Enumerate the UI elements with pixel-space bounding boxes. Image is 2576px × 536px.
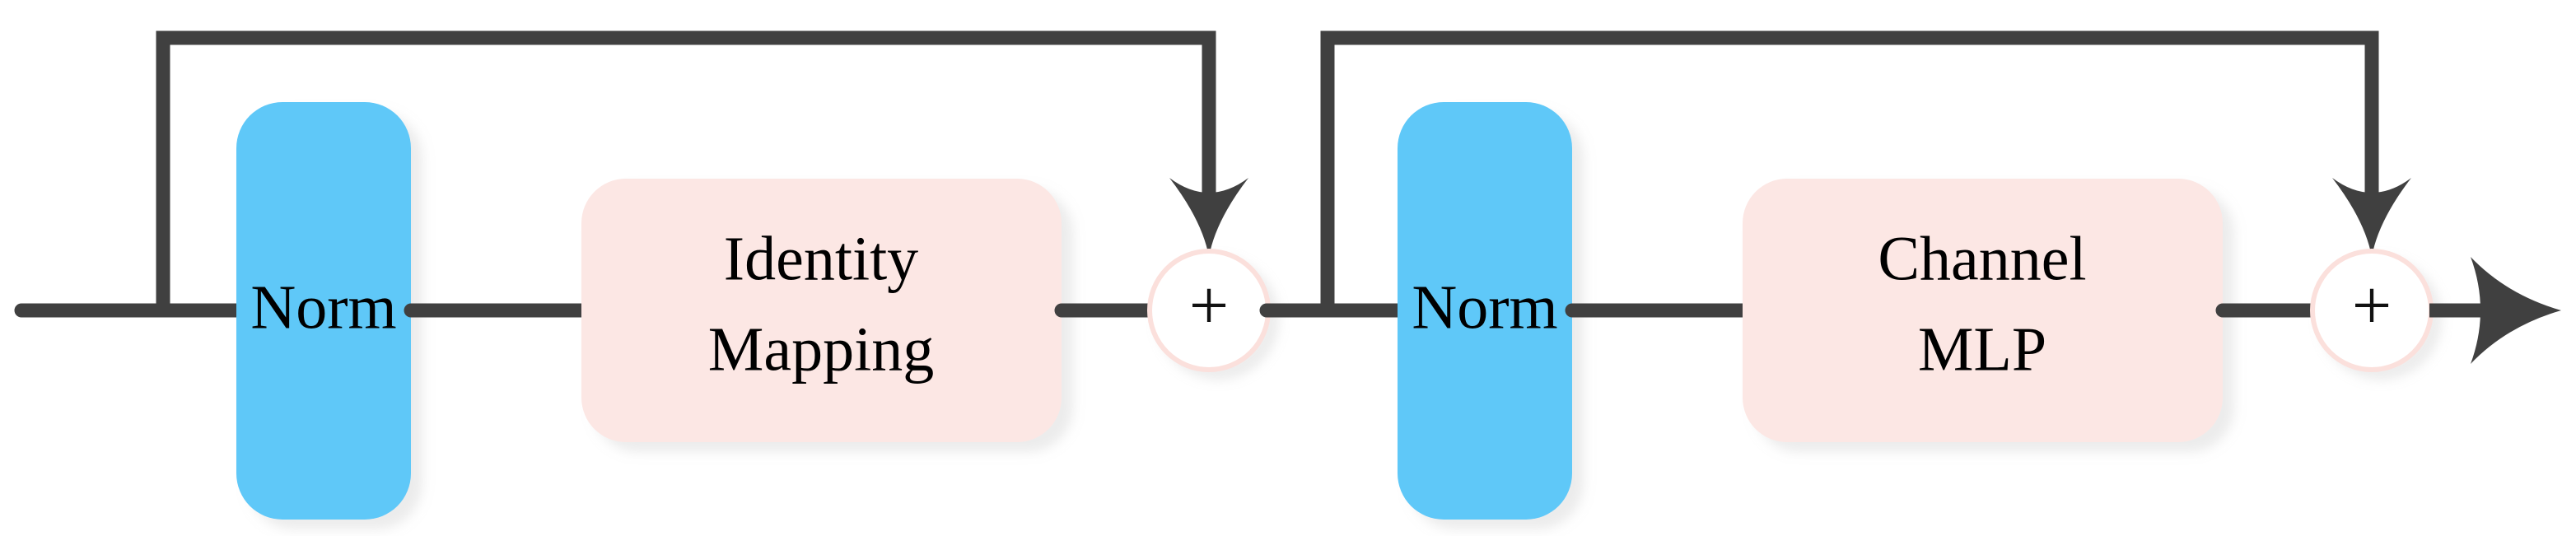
skip-connection-1 [156,30,1248,310]
identity-mapping-block: Identity Mapping [581,179,1062,442]
norm-block-1-label: Norm [250,273,396,342]
channel-mlp-label-line2: MLP [1918,315,2046,384]
identity-mapping-label-line2: Mapping [708,315,934,384]
add-node-1-label: + [1189,266,1230,345]
skip-connection-2 [1320,30,2411,310]
identity-mapping-label-line1: Identity [724,224,918,293]
output-arrow [2429,257,2561,364]
channel-mlp-block: Channel MLP [1743,179,2223,442]
channel-mlp-label-line1: Channel [1878,224,2086,293]
skip-arrowhead-1 [1169,178,1248,257]
add-node-2: + [2310,249,2434,372]
add-node-1: + [1147,249,1271,372]
add-node-2-label: + [2352,266,2392,345]
skip-arrowhead-2 [2332,178,2411,257]
norm-block-2: Norm [1398,102,1572,520]
output-arrowhead [2471,257,2561,364]
norm-block-2-label: Norm [1412,273,1557,342]
norm-block-1: Norm [236,102,411,520]
